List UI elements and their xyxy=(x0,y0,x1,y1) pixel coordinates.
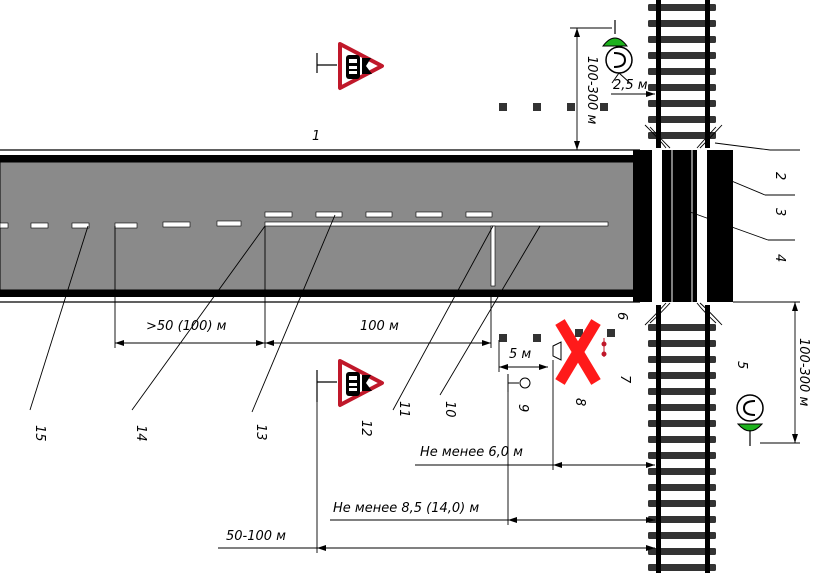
road-markings xyxy=(0,211,609,287)
sleeper xyxy=(648,324,716,331)
sleeper xyxy=(648,468,716,475)
callout-4: 4 xyxy=(772,254,787,262)
level-crossing-signal-icon xyxy=(601,20,633,84)
stop-cross-icon xyxy=(552,319,607,385)
callout-2: 2 xyxy=(772,172,787,180)
sleeper xyxy=(648,52,716,59)
callout-10: 10 xyxy=(442,401,457,418)
sleeper xyxy=(648,532,716,539)
dim-50-100: 50-100 м xyxy=(226,529,286,544)
callout-11: 11 xyxy=(396,401,411,418)
callout-8: 8 xyxy=(572,398,587,406)
sleeper xyxy=(648,404,716,411)
sleeper xyxy=(648,356,716,363)
callout-7: 7 xyxy=(617,375,632,384)
callout-15: 15 xyxy=(32,425,47,442)
sleeper xyxy=(648,516,716,523)
dim-5: 5 м xyxy=(509,347,531,362)
sleeper xyxy=(648,548,716,555)
callout-9: 9 xyxy=(515,404,530,412)
dim-8-5: Не менее 8,5 (14,0) м xyxy=(333,501,479,516)
sleeper xyxy=(648,452,716,459)
crossing-deck xyxy=(633,147,733,306)
dim-100-300-top: 100-300 м xyxy=(584,56,599,124)
sleeper xyxy=(648,484,716,491)
dim-100-300-right: 100-300 м xyxy=(796,338,811,406)
railway-crossing-sign-icon xyxy=(316,42,384,90)
callout-5: 5 xyxy=(734,361,749,369)
barrier-markers xyxy=(499,103,615,342)
dim-6-0: Не менее 6,0 м xyxy=(420,445,523,460)
callout-12: 12 xyxy=(358,420,373,437)
sleeper xyxy=(648,4,716,11)
callout-13: 13 xyxy=(253,424,268,441)
sleeper xyxy=(648,20,716,27)
sleeper xyxy=(648,100,716,107)
sleeper xyxy=(648,116,716,123)
sleeper xyxy=(648,564,716,571)
sleeper xyxy=(648,84,716,91)
sleeper xyxy=(648,36,716,43)
sleeper xyxy=(648,68,716,75)
callout-1: 1 xyxy=(312,129,320,144)
sleeper xyxy=(648,436,716,443)
dimension-arrows xyxy=(115,28,798,551)
dim-50-100-paren: >50 (100) м xyxy=(146,319,227,334)
callout-3: 3 xyxy=(772,208,787,216)
railway-track xyxy=(644,0,723,573)
sleeper xyxy=(648,500,716,507)
callout-14: 14 xyxy=(133,425,148,442)
sleeper xyxy=(648,132,716,139)
signal-device-icon xyxy=(507,374,531,392)
railway-crossing-sign-icon xyxy=(316,359,384,407)
level-crossing-signal-icon xyxy=(736,394,764,446)
sleeper xyxy=(648,388,716,395)
leader-lines xyxy=(29,142,800,413)
sleeper xyxy=(648,372,716,379)
sleeper xyxy=(648,420,716,427)
dim-2-5: 2,5 м xyxy=(613,78,648,93)
dim-100: 100 м xyxy=(360,319,399,334)
sleeper xyxy=(648,340,716,347)
callout-6: 6 xyxy=(614,312,629,320)
